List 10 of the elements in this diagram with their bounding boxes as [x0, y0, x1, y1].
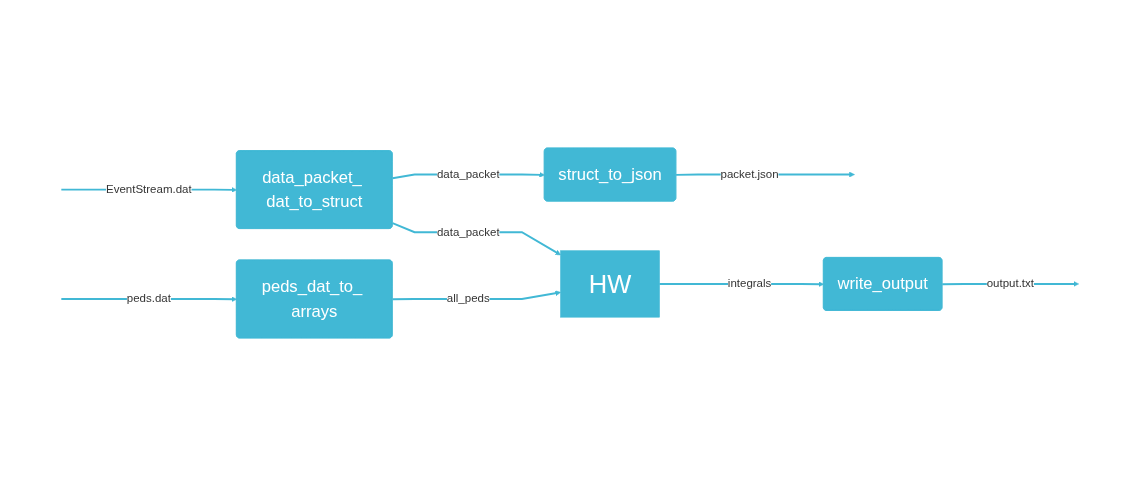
edge-label: data_packet	[436, 167, 500, 181]
edge-label: EventStream.dat	[106, 182, 192, 196]
arrow	[391, 222, 561, 256]
edge-label: peds.dat	[126, 292, 171, 306]
node-box: HW	[560, 250, 660, 318]
edge-label: output.txt	[986, 277, 1034, 291]
edge-label: packet.json	[720, 167, 779, 181]
edge-label: data_packet	[436, 225, 500, 239]
edge-label: all_peds	[446, 292, 490, 306]
edge-label: integrals	[727, 277, 772, 291]
